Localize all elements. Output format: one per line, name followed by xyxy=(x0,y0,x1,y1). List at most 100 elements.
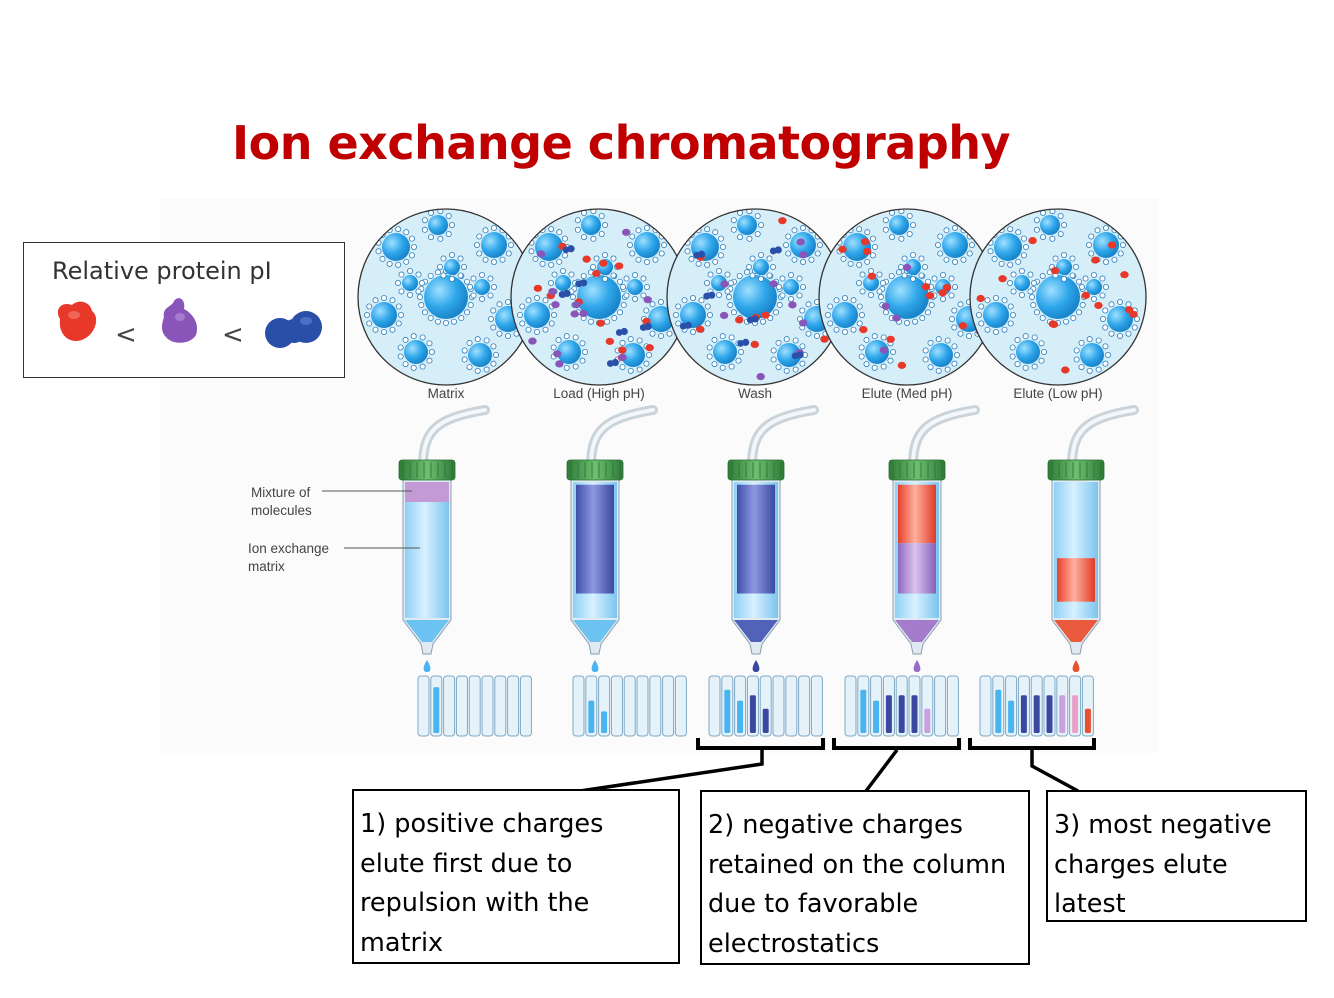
red-protein xyxy=(1028,237,1037,245)
purple-protein-icon xyxy=(162,298,198,343)
purple-protein xyxy=(798,251,808,259)
stage-label-1: Matrix xyxy=(428,386,465,401)
matrix-bead xyxy=(882,209,917,242)
blue-protein xyxy=(746,315,759,324)
bracket-1 xyxy=(696,738,825,750)
note-negative-charges: 2) negative charges retained on the colu… xyxy=(700,790,1030,965)
collection-tube xyxy=(946,675,959,737)
connector-3 xyxy=(1030,750,1079,793)
bracket-2 xyxy=(832,738,961,750)
blue-protein xyxy=(703,291,716,300)
column-4 xyxy=(888,405,980,672)
purple-protein xyxy=(570,310,579,318)
matrix-bead xyxy=(517,294,558,335)
collection-tube xyxy=(507,675,520,737)
matrix-bead xyxy=(620,271,651,302)
matrix-bead xyxy=(397,333,435,371)
matrix-bead xyxy=(935,224,976,265)
blue-protein xyxy=(558,289,571,298)
red-protein xyxy=(1081,291,1091,299)
tube-rack-5 xyxy=(979,675,1094,737)
purple-protein xyxy=(879,346,889,354)
matrix-bead xyxy=(1007,267,1038,298)
eluate-drop xyxy=(1072,660,1080,672)
matrix-circle-3 xyxy=(666,208,844,386)
red-protein xyxy=(859,326,868,334)
red-protein xyxy=(925,292,935,300)
matrix-bead xyxy=(627,224,668,265)
matrix-bead xyxy=(1033,209,1068,242)
matrix-bead xyxy=(436,251,467,282)
matrix-bead xyxy=(570,267,629,326)
matrix-bead xyxy=(746,251,777,282)
tube-rack-1 xyxy=(417,675,532,737)
collection-tube xyxy=(979,675,992,737)
collection-tube xyxy=(708,675,721,737)
collection-tube xyxy=(844,675,857,737)
bracket-3 xyxy=(968,738,1096,750)
red-protein xyxy=(1048,320,1058,328)
matrix-bead xyxy=(548,267,579,298)
blue-protein-icon xyxy=(265,311,322,348)
matrix-bead xyxy=(461,336,499,374)
matrix-bead xyxy=(706,333,745,371)
matrix-bead xyxy=(574,209,609,242)
red-protein xyxy=(958,322,968,330)
purple-protein xyxy=(572,301,581,309)
red-protein xyxy=(942,283,952,292)
matrix-bead xyxy=(836,226,879,268)
red-protein xyxy=(838,245,847,253)
red-protein xyxy=(820,335,829,343)
matrix-bead xyxy=(987,226,1030,268)
matrix-bead xyxy=(730,209,765,242)
red-protein xyxy=(897,361,907,369)
matrix-bead xyxy=(673,294,714,335)
column-5 xyxy=(1047,405,1139,672)
collection-tube xyxy=(662,675,675,737)
brackets xyxy=(579,738,1096,793)
purple-protein xyxy=(720,280,729,288)
red-protein xyxy=(862,247,872,256)
collection-tube xyxy=(674,675,687,737)
red-protein xyxy=(533,284,543,292)
note-most-negative: 3) most negative charges elute latest xyxy=(1046,790,1307,922)
matrix-bead xyxy=(550,333,589,371)
collection-tube xyxy=(785,675,798,737)
red-protein xyxy=(645,344,654,352)
red-protein xyxy=(1124,306,1134,314)
blue-protein xyxy=(737,338,750,347)
red-protein xyxy=(614,262,624,270)
matrix-circle-4 xyxy=(818,208,996,386)
purple-protein xyxy=(788,301,797,309)
collection-tube xyxy=(519,675,532,737)
stage-label-4: Elute (Med pH) xyxy=(862,386,953,401)
purple-protein xyxy=(528,337,537,345)
legend-graphic: < < xyxy=(57,298,322,350)
red-protein xyxy=(1107,241,1117,249)
matrix-bead xyxy=(825,294,866,335)
legend-box: Relative protein pI < < xyxy=(23,242,345,378)
matrix-bead xyxy=(473,224,514,265)
purple-protein xyxy=(719,311,729,320)
purple-protein xyxy=(902,263,912,272)
tube-rack-4 xyxy=(844,675,959,737)
red-protein xyxy=(1091,256,1100,264)
red-protein xyxy=(592,269,601,278)
blue-protein xyxy=(562,245,575,254)
column-2 xyxy=(566,405,658,672)
purple-protein xyxy=(892,314,901,322)
eluate-drop xyxy=(423,660,431,672)
matrix-circles xyxy=(357,208,1147,386)
collection-tube xyxy=(636,675,649,737)
collection-tube xyxy=(798,675,811,737)
blue-protein xyxy=(575,279,588,288)
matrix-bead xyxy=(363,294,404,335)
red-protein xyxy=(998,275,1007,283)
red-protein-icon xyxy=(57,301,97,341)
red-protein xyxy=(599,259,608,267)
matrix-circle-1 xyxy=(357,208,535,386)
